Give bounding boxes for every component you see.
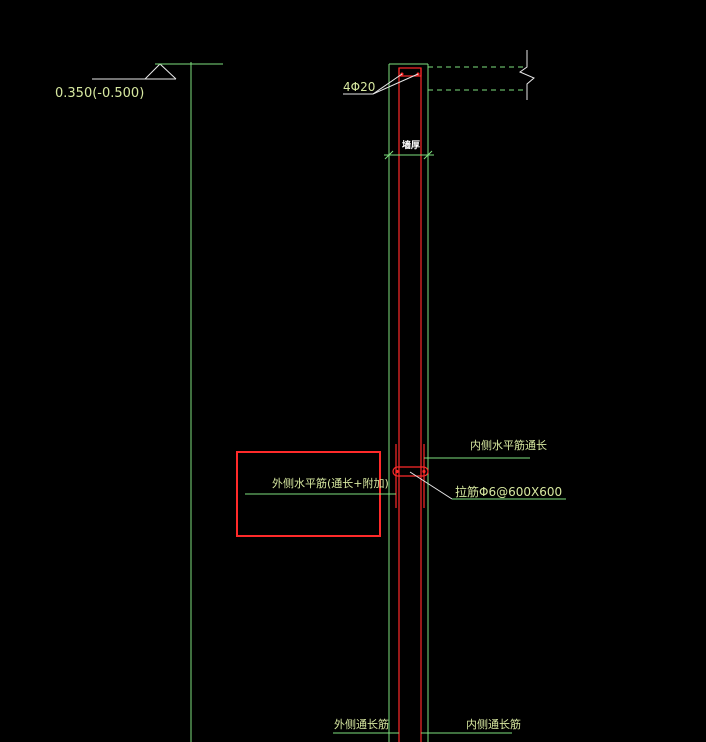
outer-vertical-label: 外侧通长筋 bbox=[334, 717, 389, 731]
rebar-leader-2 bbox=[372, 73, 419, 95]
tie-bar-shape bbox=[392, 466, 429, 477]
wall-thickness-dimension: 墙厚 bbox=[384, 139, 434, 160]
wall-section bbox=[388, 50, 535, 742]
inner-horizontal-label: 内侧水平筋通长 bbox=[470, 438, 547, 452]
rebar-leader-1 bbox=[372, 73, 403, 95]
tie-bar-detail: 内侧水平筋通长 拉筋Φ6@600X600 bbox=[392, 438, 566, 508]
bottom-labels: 外侧通长筋 内侧通长筋 bbox=[333, 717, 521, 734]
elevation-marker: 0.350(-0.500) bbox=[55, 63, 223, 101]
inner-vertical-label: 内侧通长筋 bbox=[466, 717, 521, 731]
elevation-label: 0.350(-0.500) bbox=[55, 86, 144, 101]
outer-horizontal-label: 外侧水平筋(通长+附加) bbox=[272, 476, 389, 490]
tie-bar-label: 拉筋Φ6@600X600 bbox=[455, 484, 562, 499]
dimension-tick-right bbox=[423, 150, 433, 160]
tie-bar-leader-diagonal bbox=[409, 471, 453, 500]
rebar-callout-label: 4Φ20 bbox=[343, 80, 375, 94]
break-line-icon bbox=[518, 50, 535, 100]
beam-stirrup bbox=[398, 67, 422, 77]
tie-bar-end-right bbox=[422, 469, 426, 474]
dimension-tick-left bbox=[384, 150, 394, 160]
tie-bar-end-left bbox=[395, 469, 399, 474]
outer-horizontal-annotation: 外侧水平筋(通长+附加) bbox=[236, 451, 396, 537]
elevation-leader-line bbox=[95, 64, 223, 79]
rebar-callout: 4Φ20 bbox=[343, 73, 419, 95]
elevation-triangle-icon bbox=[144, 63, 177, 80]
wall-thickness-label: 墙厚 bbox=[402, 139, 420, 151]
